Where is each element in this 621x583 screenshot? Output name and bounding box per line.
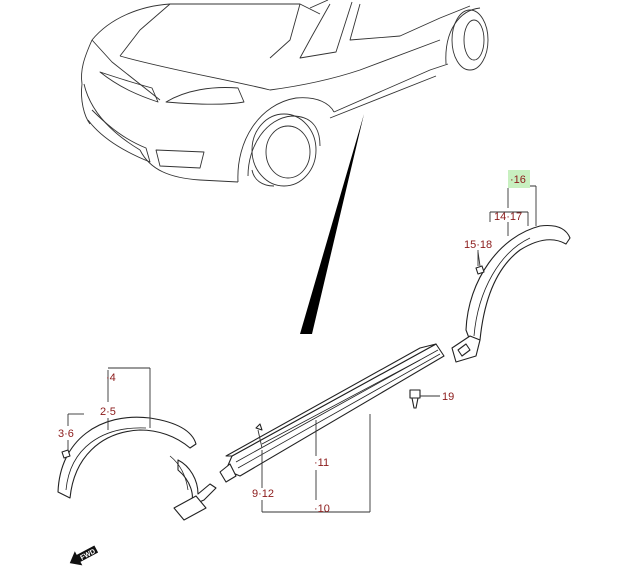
leader-14-17 [489, 211, 529, 236]
pointer-wedge [300, 114, 364, 334]
side-sill-molding [219, 343, 445, 483]
leader-4 [107, 367, 151, 428]
callout-11[interactable]: ·11 [314, 457, 329, 469]
callout-16-highlight [508, 170, 530, 188]
leader-3-6 [67, 413, 84, 450]
callout-19[interactable]: 19 [442, 391, 454, 403]
callout-14-17[interactable]: 14·17 [494, 211, 522, 223]
car-body-outline [81, 0, 489, 187]
forward-arrow-icon: FWD [69, 545, 99, 566]
callout-2-5[interactable]: 2·5 [100, 406, 116, 418]
clip-19 [409, 389, 421, 409]
callout-15-18[interactable]: 15·18 [464, 239, 492, 251]
front-wheel-arch-molding [57, 416, 217, 521]
fwd-label: FWD [79, 548, 96, 562]
rear-wheel-arch-molding [451, 224, 571, 363]
callout-4[interactable]: ·4 [106, 372, 116, 384]
leader-10 [261, 414, 371, 513]
callout-3-6[interactable]: 3·6 [58, 428, 74, 440]
callout-16[interactable]: ·16 [510, 174, 526, 186]
callout-9-12[interactable]: 9·12 [252, 488, 274, 500]
callout-10[interactable]: ·10 [314, 503, 330, 515]
